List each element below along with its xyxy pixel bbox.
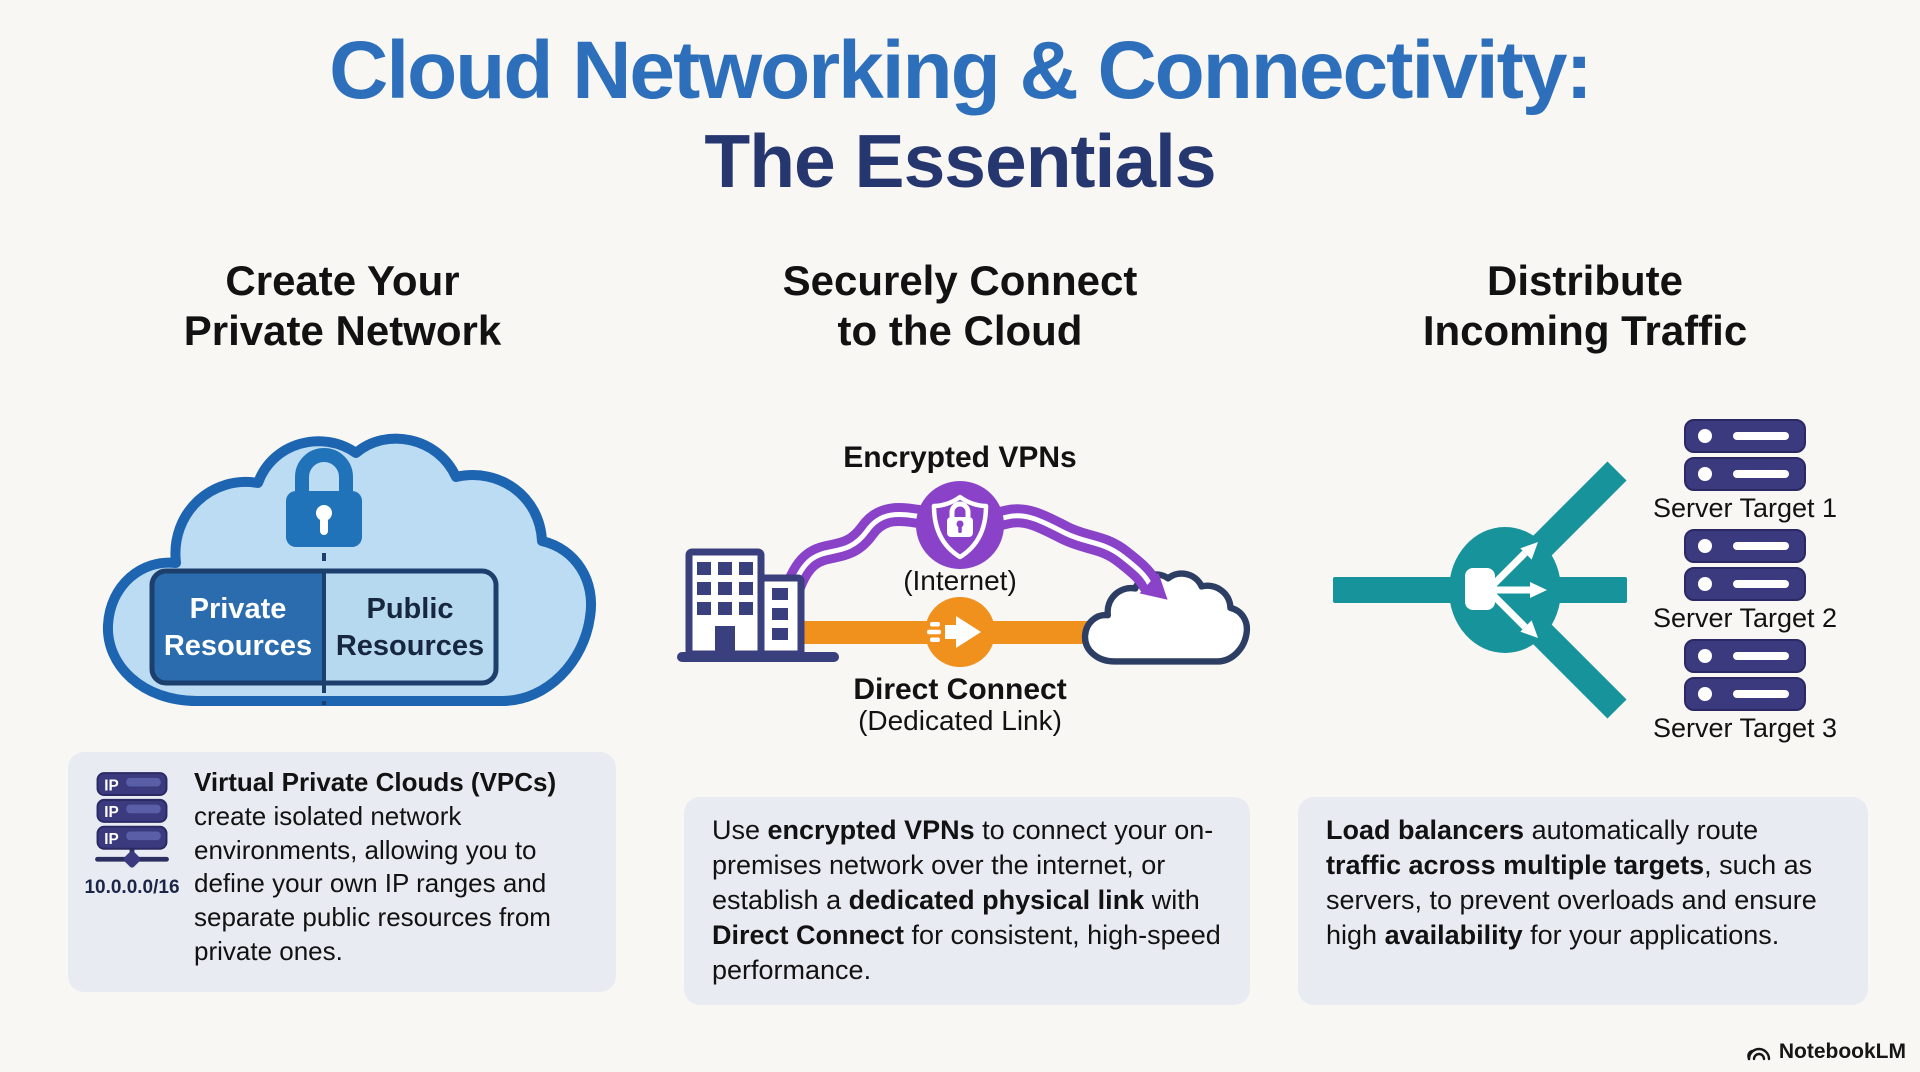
vpc-note-box: IP IP IP 10.0.0.0/16 Virtual Private Clo… [68, 752, 616, 992]
column2-heading: Securely Connect to the Cloud [660, 256, 1260, 357]
server-stack-2 [1684, 529, 1806, 601]
load-balancer-note-box: Load balancers automatically route traff… [1298, 797, 1868, 1005]
server-stack-3 [1684, 639, 1806, 711]
server-stack-1 [1684, 419, 1806, 491]
page-title-line1: Cloud Networking & Connectivity: [329, 25, 1593, 116]
dedicated-link-label: (Dedicated Link) [858, 705, 1062, 736]
vpn-note-box: Use encrypted VPNs to connect your on-pr… [684, 797, 1250, 1005]
svg-text:Resources: Resources [164, 630, 312, 662]
load-balancer-icon [1449, 527, 1561, 653]
vpn-shield-icon [916, 481, 1004, 569]
ip-stack-icon: IP IP IP [95, 772, 169, 868]
load-balancer-diagram: Server Target 1 Server Target 2 Server T… [1333, 419, 1837, 743]
fast-arrow-icon [925, 597, 995, 667]
column1-heading-line2: Private Network [183, 307, 502, 355]
office-building-icon [677, 548, 839, 662]
page-title: Cloud Networking & Connectivity: The Ess… [0, 25, 1920, 204]
server-target-3-label: Server Target 3 [1653, 713, 1837, 743]
brand-footer: NotebookLM [1746, 1040, 1906, 1064]
ip-stack-figure: IP IP IP 10.0.0.0/16 [82, 766, 182, 899]
svg-text:Resources: Resources [336, 630, 484, 662]
encrypted-vpns-label: Encrypted VPNs [843, 441, 1076, 474]
svg-text:IP: IP [104, 831, 118, 848]
svg-text:IP: IP [104, 777, 118, 794]
destination-cloud [1081, 570, 1251, 665]
cidr-label: 10.0.0.0/16 [84, 877, 180, 898]
traffic-lines [1333, 461, 1627, 719]
lock-icon [286, 448, 362, 547]
private-resources-label: Private [190, 593, 287, 625]
connect-diagram: Encrypted VPNs [677, 441, 1251, 736]
vpc-note-text: Virtual Private Clouds (VPCs) create iso… [194, 767, 557, 966]
column3-heading-line1: Distribute [1486, 257, 1683, 304]
column2-heading-line2: to the Cloud [837, 307, 1083, 355]
brand-name: NotebookLM [1778, 1040, 1906, 1063]
column1-heading: Create Your Private Network [70, 256, 615, 357]
server-target-2-label: Server Target 2 [1653, 603, 1837, 633]
vpn-note-text: Use encrypted VPNs to connect your on-pr… [712, 815, 1221, 986]
internet-label: (Internet) [903, 565, 1017, 596]
column2-heading-line1: Securely Connect [782, 257, 1138, 304]
public-resources-label: Public [366, 593, 453, 625]
notebooklm-logo-icon [1747, 1047, 1771, 1061]
svg-text:IP: IP [104, 804, 118, 821]
vpc-cloud-diagram: Private Resources Public Resources [102, 433, 596, 706]
server-target-1-label: Server Target 1 [1653, 493, 1837, 523]
page-title-line2: The Essentials [704, 119, 1216, 204]
column3-heading: Distribute Incoming Traffic [1290, 256, 1880, 357]
load-balancer-note-text: Load balancers automatically route traff… [1326, 815, 1817, 951]
column1-heading-line1: Create Your [225, 257, 460, 304]
column3-heading-line2: Incoming Traffic [1422, 307, 1748, 355]
resources-split-box: Private Resources Public Resources [149, 568, 499, 686]
direct-connect-label: Direct Connect [853, 673, 1066, 706]
